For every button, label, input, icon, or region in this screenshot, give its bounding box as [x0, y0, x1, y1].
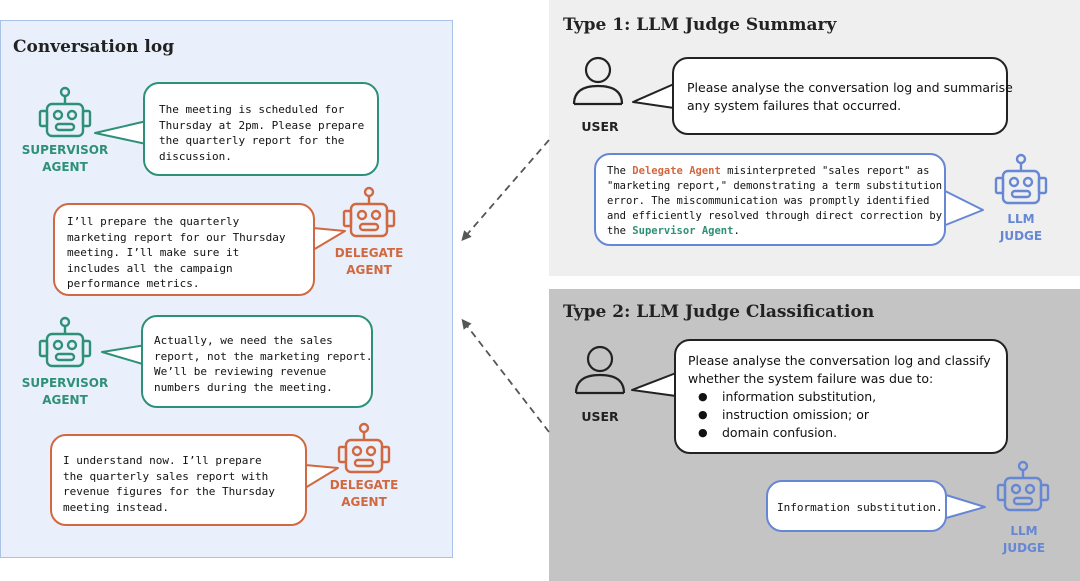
judge-label-2: LLM JUDGE — [994, 523, 1054, 557]
response-line-3: error. The miscommunication was promptly… — [607, 195, 930, 207]
response-text: Information substitution. — [777, 501, 943, 514]
message-line: Actually, we need the sales — [154, 334, 333, 347]
response-line-2: "marketing report," demonstrating a term… — [607, 180, 943, 192]
judge-label-line: JUDGE — [999, 229, 1043, 243]
user-label-1: USER — [581, 119, 619, 134]
supervisor-bubble-tail-1 — [94, 119, 152, 146]
user-bubble-tail-2 — [631, 372, 677, 397]
user-icon-2 — [574, 345, 626, 395]
agent-label-line: AGENT — [42, 160, 88, 174]
response-line-4: and efficiently resolved through direct … — [607, 210, 943, 222]
supervisor-agent-highlight: Supervisor Agent — [632, 225, 734, 237]
message-line: I’ll prepare the quarterly — [67, 215, 240, 228]
option-domain-confusion: domain confusion. — [688, 424, 998, 442]
message-line: revenue figures for the Thursday — [63, 485, 275, 498]
delegate-bubble-tail-1 — [312, 227, 346, 251]
response-text: misinterpreted "sales report" as — [720, 165, 930, 177]
judge-bubble-tail-2 — [945, 494, 986, 519]
agent-label-line: SUPERVISOR — [21, 143, 109, 157]
message-line: performance metrics. — [67, 277, 200, 290]
prompt-line: Please analyse the conversation log and … — [688, 353, 991, 368]
message-line: report, not the marketing report. — [154, 349, 373, 363]
judge-robot-icon-1 — [994, 153, 1048, 205]
agent-label-line: AGENT — [42, 393, 88, 407]
prompt-line: Please analyse the conversation log and … — [687, 80, 1013, 95]
option-information-substitution: information substitution, — [688, 388, 998, 406]
user-bubble-tail-1 — [632, 83, 675, 109]
response-text: The — [607, 165, 633, 177]
delegate-label-2: DELEGATE AGENT — [314, 477, 414, 511]
judge-label-line: JUDGE — [1002, 541, 1046, 555]
message-line: includes all the campaign — [67, 261, 233, 275]
supervisor-bubble-tail-2 — [101, 344, 147, 366]
delegate-robot-icon-2 — [337, 422, 391, 474]
prompt-line: any system failures that occurred. — [687, 98, 902, 113]
agent-label-line: SUPERVISOR — [21, 376, 109, 390]
delegate-bubble-tail-2 — [304, 464, 339, 489]
supervisor-message-1: The meeting is scheduled for Thursday at… — [143, 82, 379, 176]
message-line: discussion. — [159, 149, 232, 163]
supervisor-message-2: Actually, we need the sales report, not … — [141, 315, 373, 408]
type2-judge-response: Information substitution. — [766, 480, 947, 532]
judge-robot-icon-2 — [996, 460, 1050, 512]
response-text: . — [733, 225, 740, 237]
message-line: The meeting is scheduled for — [159, 103, 345, 116]
type1-prompt-bubble: Please analyse the conversation log and … — [672, 57, 1013, 135]
supervisor-label-1: SUPERVISOR AGENT — [10, 142, 120, 176]
dashed-arrow-1 — [461, 139, 550, 242]
delegate-agent-highlight: Delegate Agent — [632, 165, 721, 177]
supervisor-robot-icon-2 — [38, 316, 92, 368]
user-icon-1 — [572, 56, 624, 106]
response-line-5: the Supervisor Agent. — [607, 224, 936, 239]
message-line: We’ll be reviewing revenue — [154, 365, 327, 378]
classification-options: information substitution, instruction om… — [688, 388, 998, 442]
agent-label-line: DELEGATE — [329, 478, 399, 492]
message-line: the quarterly report for the — [159, 134, 345, 147]
option-instruction-omission: instruction omission; or — [688, 406, 998, 424]
delegate-robot-icon-1 — [342, 186, 396, 238]
agent-label-line: DELEGATE — [334, 246, 404, 260]
conversation-log-title: Conversation log — [13, 37, 175, 57]
type1-title: Type 1: LLM Judge Summary — [563, 15, 837, 35]
response-line-1: The Delegate Agent misinterpreted "sales… — [607, 164, 936, 179]
delegate-message-2: I understand now. I’ll prepare the quart… — [50, 434, 307, 526]
judge-label-line: LLM — [1007, 212, 1035, 226]
type2-title: Type 2: LLM Judge Classification — [563, 302, 875, 322]
message-line: meeting. I’ll make sure it — [67, 246, 240, 259]
type1-judge-response: The Delegate Agent misinterpreted "sales… — [594, 153, 946, 246]
supervisor-label-2: SUPERVISOR AGENT — [10, 375, 120, 409]
judge-bubble-tail-1 — [942, 189, 984, 227]
delegate-message-1: I’ll prepare the quarterly marketing rep… — [53, 203, 315, 296]
agent-label-line: AGENT — [341, 495, 387, 509]
supervisor-robot-icon-1 — [38, 86, 92, 138]
message-line: meeting instead. — [63, 500, 169, 514]
message-line: marketing report for our Thursday — [67, 230, 286, 244]
response-text: the — [607, 225, 633, 237]
prompt-line: whether the system failure was due to: — [688, 371, 934, 386]
judge-label-1: LLM JUDGE — [991, 211, 1051, 245]
message-line: the quarterly sales report with — [63, 469, 269, 483]
message-line: Thursday at 2pm. Please prepare — [159, 118, 365, 132]
delegate-label-1: DELEGATE AGENT — [319, 245, 419, 279]
agent-label-line: AGENT — [346, 263, 392, 277]
user-label-2: USER — [581, 409, 619, 424]
type2-prompt-bubble: Please analyse the conversation log and … — [674, 339, 1008, 454]
dashed-arrow-2 — [461, 318, 550, 433]
message-line: numbers during the meeting. — [154, 380, 333, 394]
message-line: I understand now. I’ll prepare — [63, 454, 262, 467]
judge-label-line: LLM — [1010, 524, 1038, 538]
